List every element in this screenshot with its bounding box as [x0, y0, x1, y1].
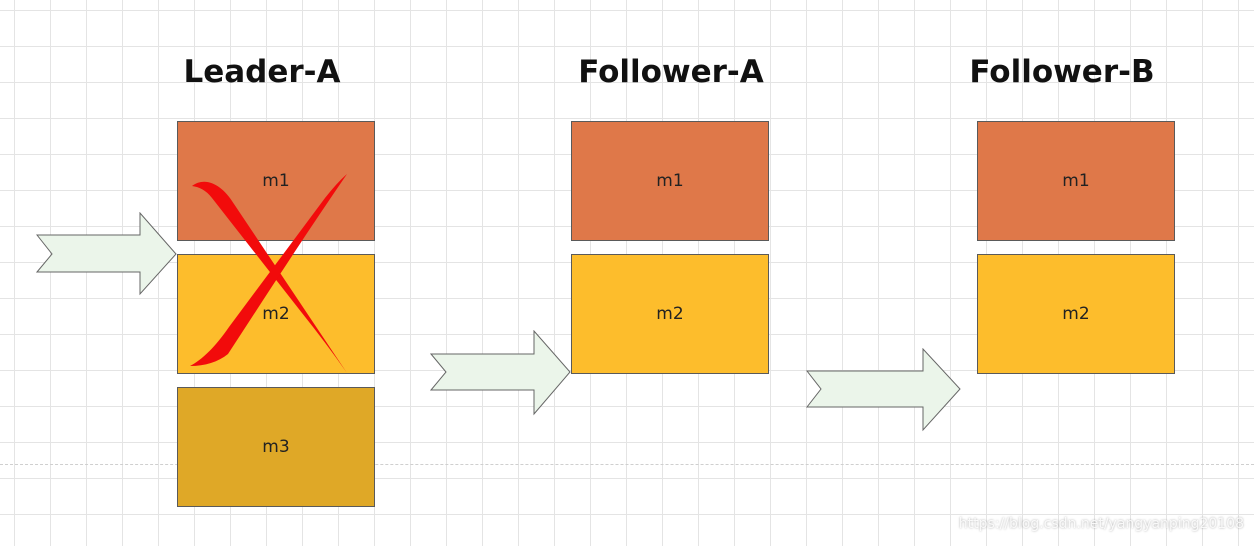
replication-arrow-icon [430, 330, 571, 416]
node-title-follower-a: Follower-A [578, 54, 764, 90]
message-block-m3: m3 [177, 387, 375, 507]
message-block-m2: m2 [571, 254, 769, 374]
message-block-m2: m2 [177, 254, 375, 374]
message-block-m1: m1 [177, 121, 375, 241]
replication-arrow-icon [806, 348, 961, 432]
node-title-leader-a: Leader-A [183, 54, 341, 90]
message-block-m1: m1 [571, 121, 769, 241]
write-arrow-icon [36, 212, 177, 296]
node-title-follower-b: Follower-B [969, 54, 1155, 90]
message-block-m2: m2 [977, 254, 1175, 374]
page-divider [0, 464, 1254, 465]
watermark-text: https://blog.csdn.net/yangyanping20108 [958, 516, 1244, 532]
message-block-m1: m1 [977, 121, 1175, 241]
